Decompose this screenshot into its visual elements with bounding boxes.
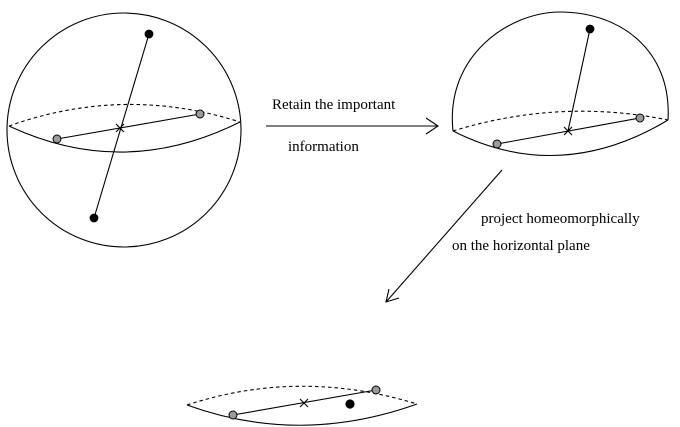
sphere-center-cross-icon: [115, 123, 125, 133]
hemisphere-rim-front: [452, 119, 669, 157]
disk-center-cross-icon: [299, 398, 309, 408]
sphere-equator-back: [8, 103, 241, 127]
hemisphere-left-grey-point: [492, 139, 502, 149]
project-arrow: [385, 169, 503, 303]
hemisphere-axis: [567, 28, 591, 132]
sphere-north-black-point: [144, 29, 154, 39]
disk-rim-back: [186, 385, 418, 406]
hemisphere-right-grey-point: [635, 113, 645, 123]
sphere-left-grey-point: [52, 134, 62, 144]
sphere-south-black-point: [89, 213, 99, 223]
disk-rim-front: [186, 403, 418, 426]
hemisphere-black-point: [585, 24, 595, 34]
retain-arrow: [266, 117, 439, 135]
sphere-equator-front: [8, 121, 241, 153]
disk-right-grey-point: [371, 385, 381, 395]
sphere-outline: [6, 12, 242, 248]
projected-disk: [186, 385, 418, 426]
hemisphere-dome: [451, 11, 669, 132]
sphere-right-grey-point: [195, 109, 205, 119]
full-sphere: [6, 12, 242, 248]
retain-label-line1: Retain the important: [272, 97, 396, 113]
project-label-line1: project homeomorphically: [481, 211, 640, 227]
sphere-equator-diameter: [56, 113, 201, 140]
hemisphere-rim-back: [452, 110, 669, 132]
hemisphere: [451, 11, 669, 157]
disk-left-grey-point: [228, 410, 238, 420]
project-arrow-head-icon: [385, 288, 400, 303]
retain-label-line2: information: [288, 139, 359, 155]
retain-arrow-head-icon: [425, 117, 439, 135]
disk-projected-black-point: [345, 399, 355, 409]
project-label-line2: on the horizontal plane: [452, 238, 590, 254]
hemisphere-center-cross-icon: [563, 126, 573, 136]
